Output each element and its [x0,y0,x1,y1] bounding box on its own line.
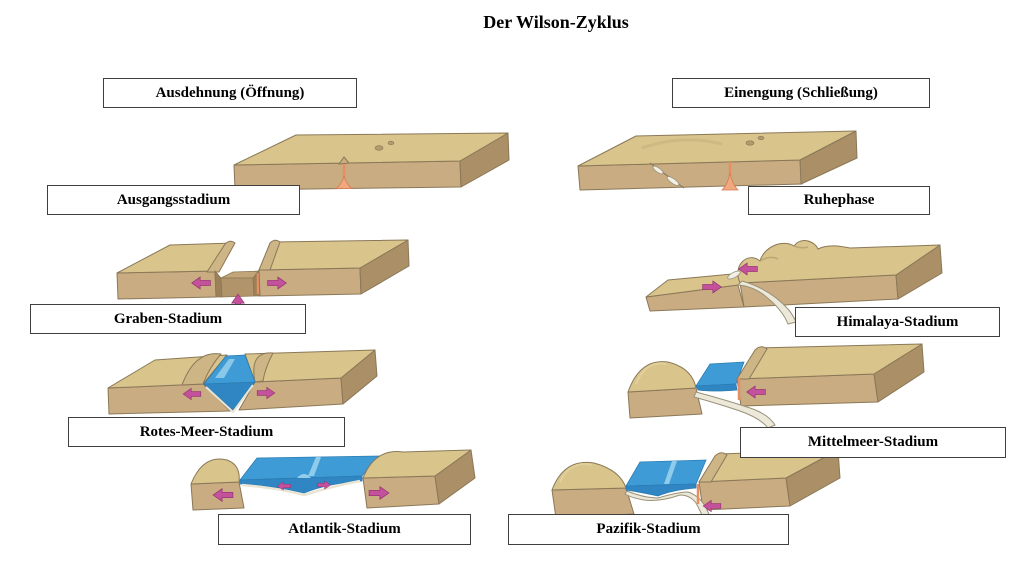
label-himalaya-stadium: Himalaya-Stadium [795,307,1000,337]
sea-highlight [215,359,235,378]
mountain-range-top [737,240,941,284]
surface-mound [387,140,395,146]
land-top-face [233,132,509,166]
land-front-face [627,387,703,419]
ocean-front-section [625,483,697,497]
mid-ocean-ridge-seam [664,461,677,484]
land-top-face [190,458,240,485]
surface-mound [374,145,384,151]
sea-front-section [695,383,738,392]
oceanic-crust-line [205,384,254,414]
ridge-highlight [635,362,667,385]
mid-ocean-ridge-seam [308,457,321,476]
label-pazifik-stadium: Pazifik-Stadium [508,514,789,545]
surface-mound [745,140,755,146]
illustration-pazifik-stadium [551,449,841,528]
ridge-crest [297,474,311,478]
label-ausgangsstadium: Ausgangsstadium [47,185,300,215]
illustration-atlantik-stadium [190,449,476,511]
illustration-graben-stadium [116,239,410,315]
label-graben-stadium: Graben-Stadium [30,304,306,334]
land-top-face [627,361,697,393]
mountain-shading [759,245,809,262]
illustration-ruhephase [577,130,858,191]
land-top-face [577,130,857,167]
incipient-rift-notch [337,156,350,165]
surface-mound [757,135,765,140]
volcanic-ridge [698,452,728,483]
slab-remnant-lens [727,270,741,280]
illustration-ausgangsstadium [233,132,510,191]
label-rotes-meer-stadium: Rotes-Meer-Stadium [68,417,345,447]
sea-surface [695,361,745,387]
magma-vent [721,172,739,191]
slab-remnant-lens [666,176,680,186]
old-mountain-hill [641,138,723,150]
graben-floor-front [220,277,255,298]
right-column-header: Einengung (Schließung) [672,78,930,108]
rift-shoulder-ridge [253,352,274,383]
ridge-highlight [559,463,593,483]
oceanic-crust-line [241,479,361,497]
subducting-slab [736,280,797,325]
left-column-header: Ausdehnung (Öffnung) [103,78,357,108]
label-atlantik-stadium: Atlantik-Stadium [218,514,471,545]
rift-shoulder-ridge [258,239,281,271]
land-top-face [362,449,472,479]
rift-shoulder-ridge [181,353,222,386]
illustration-rotes-meer-stadium [107,349,378,415]
magma-vent [334,175,354,189]
illustration-mittelmeer-stadium [627,343,925,429]
label-mittelmeer-stadium: Mittelmeer-Stadium [740,427,1006,458]
rift-shoulder-ridge [206,240,236,273]
volcanic-ridge [736,346,768,380]
page-title: Der Wilson-Zyklus [483,12,629,32]
illustration-himalaya-stadium [645,240,943,325]
label-ruhephase: Ruhephase [748,186,930,215]
slab-remnant-lens [652,165,664,175]
